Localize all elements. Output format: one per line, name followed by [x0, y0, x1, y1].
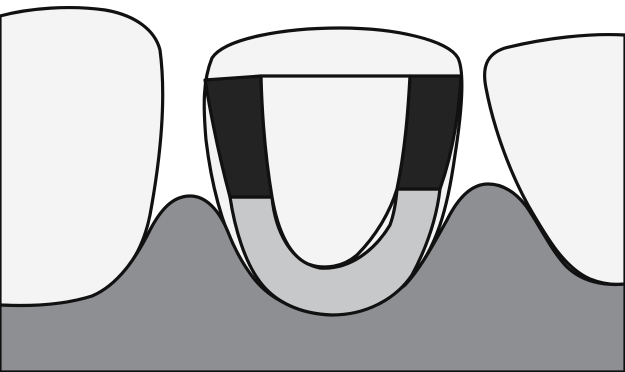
dental-diagram-canvas: [0, 0, 625, 372]
dental-diagram: [0, 0, 625, 372]
